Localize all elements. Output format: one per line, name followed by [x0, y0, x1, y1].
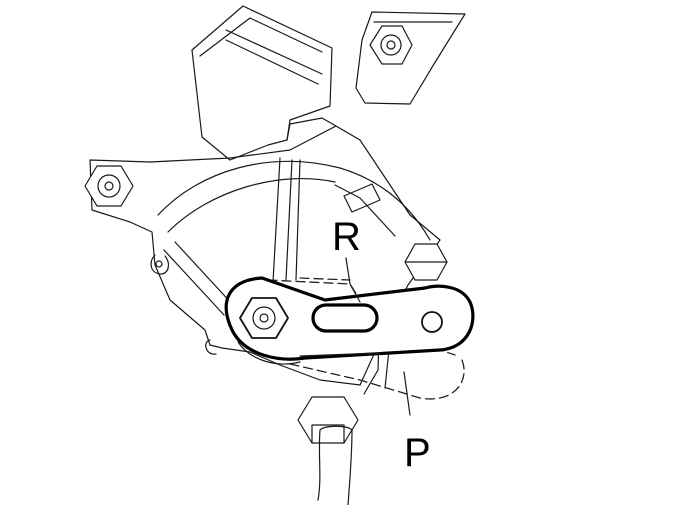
switch-body [89, 125, 441, 395]
label-r: R [332, 215, 361, 259]
top-right-bracket [355, 11, 466, 105]
wire-harness [317, 425, 353, 505]
leader-lines [345, 257, 411, 416]
left-bolt-icon [84, 165, 134, 207]
upper-bracket [191, 5, 337, 161]
label-p: P [404, 431, 431, 475]
lever-slot [311, 303, 379, 333]
lever-pin-hole [421, 311, 443, 333]
shift-lever [224, 276, 475, 365]
bottom-bolt-icon [297, 396, 359, 444]
right-bolt-icon [404, 243, 448, 281]
lever-pivot-bolt-icon [239, 297, 289, 339]
top-bolt-icon [369, 25, 413, 65]
